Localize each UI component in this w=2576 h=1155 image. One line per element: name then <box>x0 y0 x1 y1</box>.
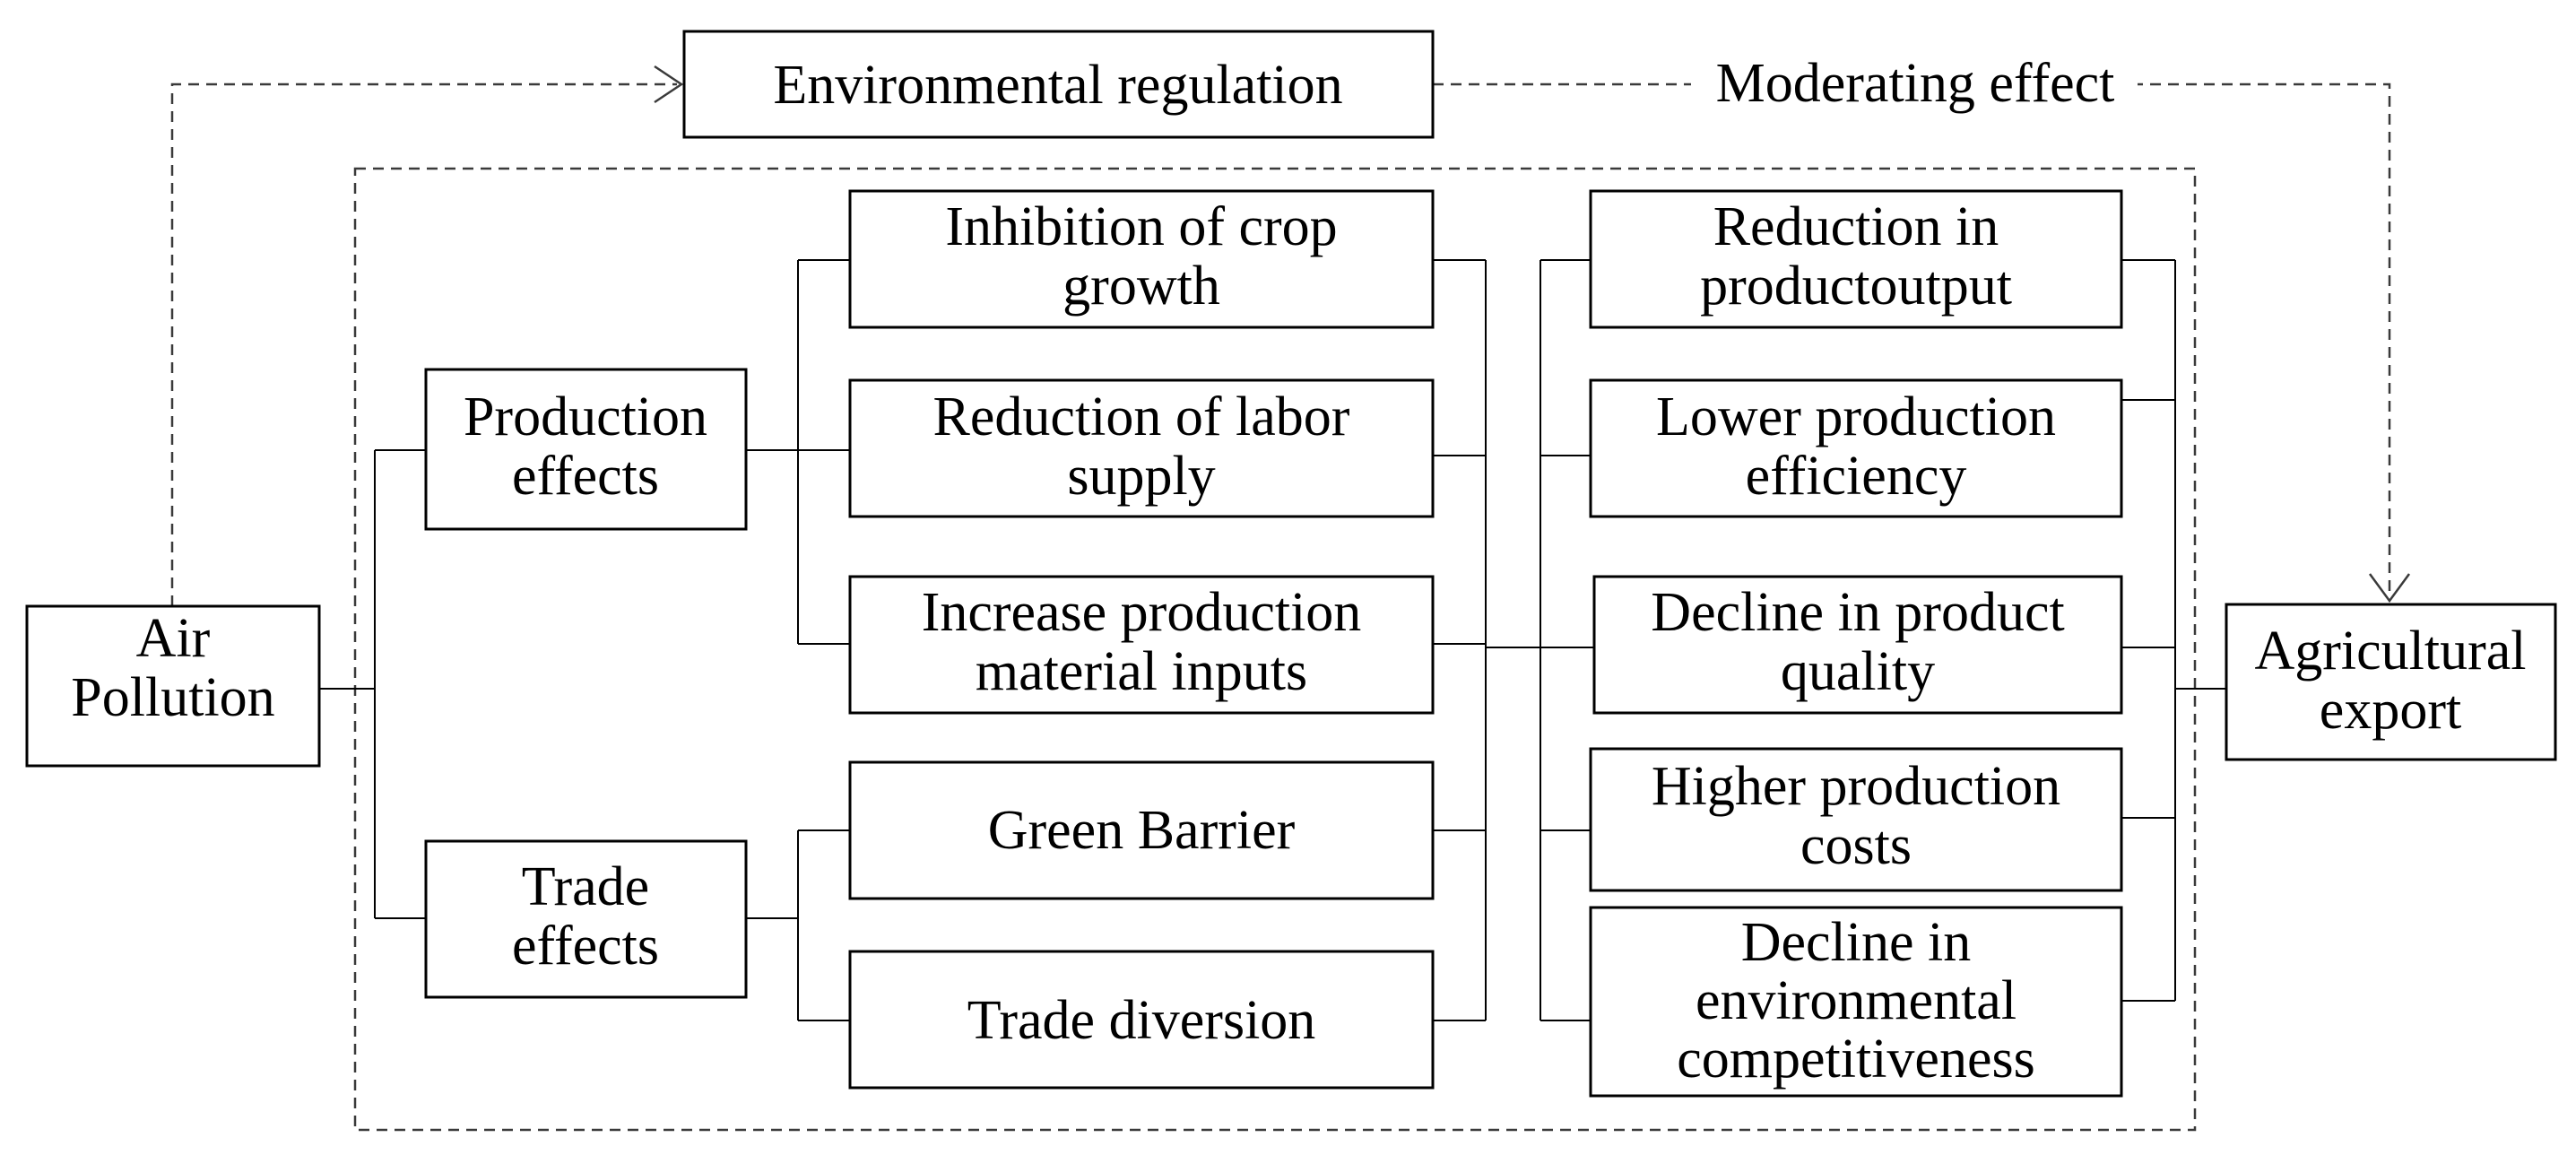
lower-production-efficiency-label: Lower production <box>1656 386 2056 447</box>
increase-material-inputs-label: material inputs <box>976 641 1307 702</box>
air-pollution-label: Pollution <box>71 667 274 728</box>
air-pollution-node: Air Pollution <box>25 604 321 768</box>
production-effects-label: effects <box>512 446 659 507</box>
trade-effects-node: Trade effects <box>424 839 748 999</box>
arrow-head-regulation <box>654 65 684 104</box>
mechanism-frame <box>353 167 2197 1132</box>
lower-production-efficiency-label: efficiency <box>1746 446 1967 507</box>
reduction-labor-supply-label: supply <box>1067 446 1215 507</box>
regulation-to-export-dashed-line <box>1433 82 2391 596</box>
inhibition-crop-growth-node: Inhibition of crop growth <box>848 189 1435 329</box>
higher-production-costs-label: Higher production <box>1652 756 2060 817</box>
green-barrier-label: Green Barrier <box>988 800 1296 861</box>
pollution-to-regulation-dashed-line <box>170 82 677 606</box>
decline-env-competitiveness-label: competitiveness <box>1677 1029 2034 1090</box>
decline-env-competitiveness-label: Decline in <box>1741 912 1972 973</box>
inhibition-crop-growth-label: growth <box>1062 256 1220 317</box>
moderating-effect-label: Moderating effect <box>1716 53 2115 114</box>
air-pollution-label: Air <box>136 608 211 669</box>
moderating-effect-annotation: Moderating effect <box>1691 52 2138 117</box>
environmental-regulation-label: Environmental regulation <box>773 55 1342 116</box>
reduction-product-output-label: Reduction in <box>1713 196 1999 257</box>
production-effects-label: Production <box>464 386 707 447</box>
lower-production-efficiency-node: Lower production efficiency <box>1589 378 2123 518</box>
reduction-product-output-label: productoutput <box>1700 256 2012 317</box>
decline-env-competitiveness-node: Decline in environmental competitiveness <box>1589 906 2123 1098</box>
decline-product-quality-label: quality <box>1781 641 1935 702</box>
reduction-labor-supply-node: Reduction of labor supply <box>848 378 1435 518</box>
environmental-regulation-node: Environmental regulation <box>682 30 1435 139</box>
trade-diversion-label: Trade diversion <box>967 990 1316 1051</box>
production-effects-node: Production effects <box>424 368 748 531</box>
higher-production-costs-label: costs <box>1800 815 1912 876</box>
trade-effects-label: effects <box>512 916 659 977</box>
increase-material-inputs-node: Increase production material inputs <box>848 575 1435 715</box>
decline-product-quality-label: Decline in product <box>1651 582 2064 643</box>
decline-product-quality-node: Decline in product quality <box>1592 575 2123 715</box>
connector-lines <box>319 259 2226 1021</box>
arrow-head-export <box>2368 573 2411 604</box>
reduction-labor-supply-label: Reduction of labor <box>933 386 1350 447</box>
agricultural-export-label: export <box>2320 680 2461 741</box>
higher-production-costs-node: Higher production costs <box>1589 747 2123 892</box>
inhibition-crop-growth-label: Inhibition of crop <box>945 196 1337 257</box>
agricultural-export-label: Agricultural <box>2254 621 2526 682</box>
trade-diversion-node: Trade diversion <box>848 950 1435 1090</box>
decline-env-competitiveness-label: environmental <box>1696 970 2017 1031</box>
agricultural-export-node: Agricultural export <box>2225 603 2557 761</box>
reduction-product-output-node: Reduction in productoutput <box>1589 189 2123 329</box>
green-barrier-node: Green Barrier <box>848 760 1435 900</box>
trade-effects-label: Trade <box>522 856 649 917</box>
increase-material-inputs-label: Increase production <box>922 582 1362 643</box>
